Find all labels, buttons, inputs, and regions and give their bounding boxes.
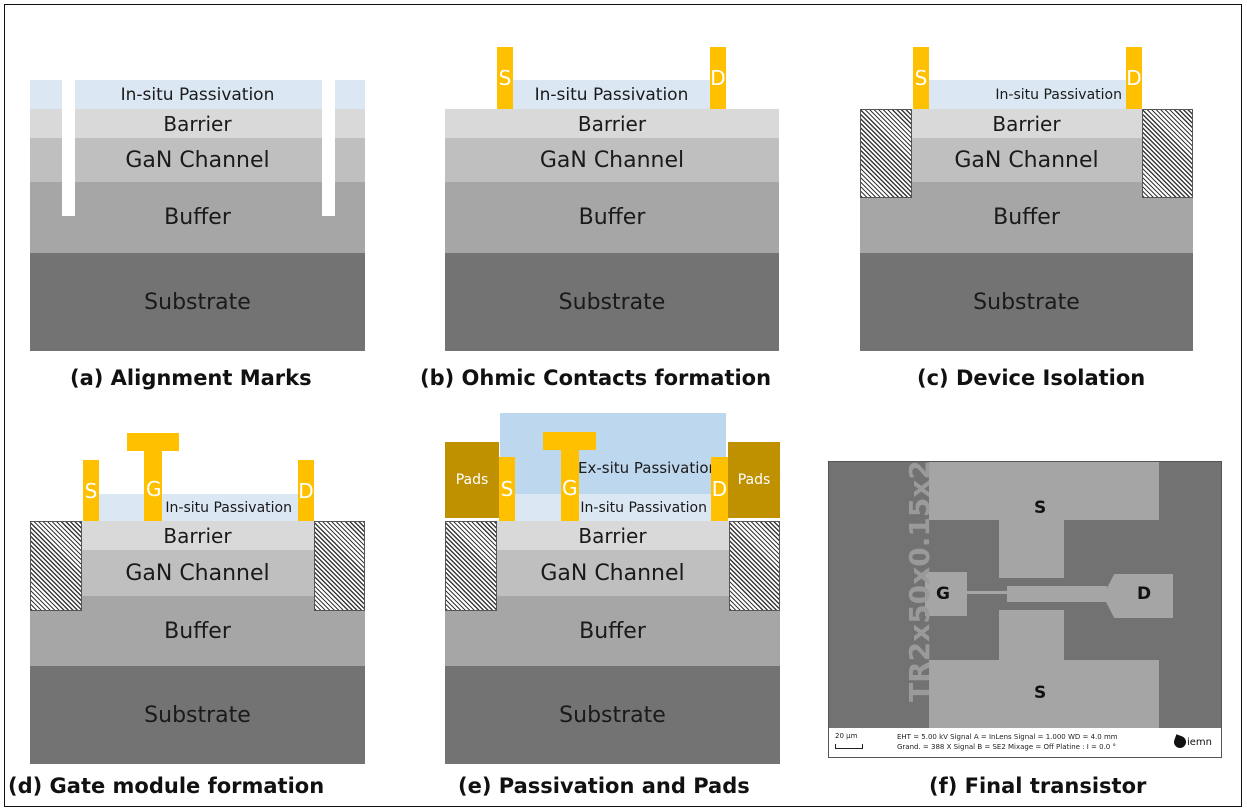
buffer-layer: Buffer — [445, 596, 780, 666]
caption-c: (c) Device Isolation — [917, 366, 1146, 390]
barrier-layer: Barrier — [860, 109, 1193, 138]
barrier-layer: Barrier — [445, 109, 779, 138]
scale-bar — [835, 744, 863, 749]
in-situ-passivation-layer: In-situ Passivation — [929, 80, 1126, 109]
sem-info-bar: 20 µm EHT = 5.00 kV Signal A = InLens Si… — [829, 728, 1221, 757]
caption-a: (a) Alignment Marks — [70, 366, 312, 390]
source-contact: S — [497, 47, 513, 109]
isolation-region-right — [314, 521, 365, 611]
in-situ-passivation-layer: In-situ Passivation — [515, 494, 711, 521]
scale-bar-label: 20 µm — [835, 732, 858, 740]
caption-f: (f) Final transistor — [929, 774, 1147, 798]
iemn-logo-icon — [1172, 734, 1188, 750]
caption-b: (b) Ohmic Contacts formation — [420, 366, 772, 390]
in-situ-passivation-layer: In-situ Passivation — [99, 494, 298, 521]
gate-label: G — [146, 477, 162, 501]
sem-image: TR2x50x0.15x2 S G D S 20 µm EHT = 5.00 k… — [828, 461, 1222, 758]
buffer-layer: Buffer — [860, 182, 1193, 253]
drain-contact: D — [298, 460, 314, 521]
gan-channel-layer: GaN Channel — [445, 138, 779, 182]
sem-label-source-top: S — [1034, 498, 1047, 518]
barrier-layer: Barrier — [445, 521, 780, 550]
isolation-region-left — [445, 521, 497, 611]
sem-label-gate: G — [936, 584, 950, 604]
alignment-mark-right — [322, 80, 335, 216]
substrate-layer: Substrate — [860, 253, 1193, 351]
pad-left: Pads — [445, 442, 499, 518]
sem-label-drain: D — [1137, 584, 1152, 604]
gan-channel-layer: GaN Channel — [30, 550, 365, 596]
sem-info-line-1: EHT = 5.00 kV Signal A = InLens Signal =… — [897, 733, 1118, 741]
isolation-region-left — [30, 521, 82, 611]
barrier-layer: Barrier — [30, 109, 365, 138]
iemn-logo-text: iemn — [1187, 737, 1213, 748]
gate-label: G — [562, 476, 578, 500]
pad-right: Pads — [728, 442, 780, 518]
drain-pad — [1103, 574, 1173, 618]
source-neck-bottom — [999, 610, 1064, 662]
alignment-mark-left — [62, 80, 75, 216]
gan-channel-layer: GaN Channel — [30, 138, 365, 182]
buffer-layer: Buffer — [30, 596, 365, 666]
gate-pad — [925, 572, 967, 616]
barrier-layer: Barrier — [30, 521, 365, 550]
drain-contact: D — [711, 457, 728, 521]
buffer-layer: Buffer — [30, 182, 365, 253]
figure-frame — [4, 4, 1242, 807]
source-pad-top — [929, 462, 1159, 520]
source-contact: S — [913, 47, 929, 109]
source-pad-bottom — [929, 660, 1159, 730]
isolation-region-right — [729, 521, 780, 611]
substrate-layer: Substrate — [30, 253, 365, 351]
isolation-region-right — [1142, 109, 1193, 198]
ex-situ-passivation-layer: Ex-situ Passivation — [500, 413, 726, 494]
source-contact: S — [499, 457, 515, 521]
substrate-layer: Substrate — [445, 666, 780, 764]
device-id-label: TR2x50x0.15x2 — [903, 461, 936, 702]
in-situ-passivation-layer: In-situ Passivation — [30, 80, 365, 109]
gan-channel-layer: GaN Channel — [860, 138, 1193, 182]
sem-label-source-bottom: S — [1034, 683, 1047, 703]
buffer-layer: Buffer — [445, 182, 779, 253]
drain-finger — [1007, 586, 1107, 602]
source-contact: S — [83, 460, 99, 521]
isolation-region-left — [860, 109, 912, 198]
caption-d: (d) Gate module formation — [8, 774, 325, 798]
gate-stem — [144, 433, 162, 521]
gate-feed — [967, 591, 1007, 594]
substrate-layer: Substrate — [30, 666, 365, 764]
drain-contact: D — [710, 47, 726, 109]
in-situ-passivation-layer: In-situ Passivation — [513, 80, 710, 109]
drain-contact: D — [1126, 47, 1142, 109]
gate-stem — [561, 432, 579, 521]
source-neck-top — [999, 518, 1064, 578]
substrate-layer: Substrate — [445, 253, 779, 351]
sem-info-line-2: Grand. = 388 X Signal B = SE2 Mixage = O… — [897, 743, 1116, 751]
caption-e: (e) Passivation and Pads — [458, 774, 750, 798]
gan-channel-layer: GaN Channel — [445, 550, 780, 596]
